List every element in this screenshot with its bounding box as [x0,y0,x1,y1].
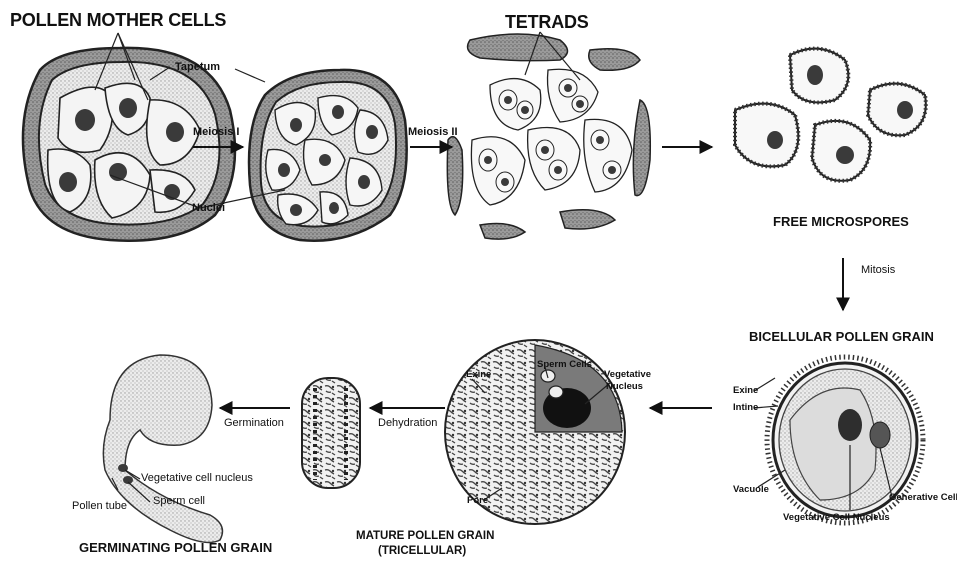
label-intine: Intine [733,402,758,413]
label-vegetative-cell-nucleus: Vegetative Cell Nucleus [783,512,890,523]
label-meiosis-two: Meiosis II [408,126,458,138]
title-pollen-mother-cells: POLLEN MOTHER CELLS [10,10,226,31]
label-vegetative-nucleus-line1: Vegetative [604,369,651,380]
dehydrated-grain-section [302,378,360,488]
label-vegetative-cell-nucleus-germ: Vegetative cell nucleus [141,472,253,484]
label-vacuole: Vacuole [733,484,769,495]
label-exine-bicellular: Exine [733,385,758,396]
label-germination: Germination [224,417,284,429]
title-tetrads: TETRADS [505,12,589,33]
label-dehydration: Dehydration [378,417,437,429]
label-tapetum: Tapetum [175,61,220,73]
title-germinating-pollen-grain: GERMINATING POLLEN GRAIN [79,540,272,555]
label-meiosis-one: Meiosis I [193,126,239,138]
label-vegetative-nucleus-line2: Nucleus [606,381,643,392]
label-nuclei: Nuclei [192,202,225,214]
label-sperm-cell: Sperm cell [153,495,205,507]
title-mature-pollen-grain: MATURE POLLEN GRAIN [356,530,494,542]
label-sperm-cells: Sperm Cells [537,359,592,370]
title-bicellular-pollen-grain: BICELLULAR POLLEN GRAIN [749,329,934,344]
label-pollen-tube: Pollen tube [72,500,127,512]
label-mitosis: Mitosis [861,264,895,276]
label-generative-cell: Generative Cell [889,492,957,503]
title-free-microspores: FREE MICROSPORES [773,214,909,229]
meiosis-one-section [249,70,407,241]
free-microspores-section [735,49,926,181]
label-pore: Pore [467,495,488,506]
germinating-grain-section [103,355,222,542]
title-mature-tricellular: (TRICELLULAR) [378,545,466,557]
label-exine-mature: Exine [466,369,491,380]
tetrads-section [447,34,650,239]
